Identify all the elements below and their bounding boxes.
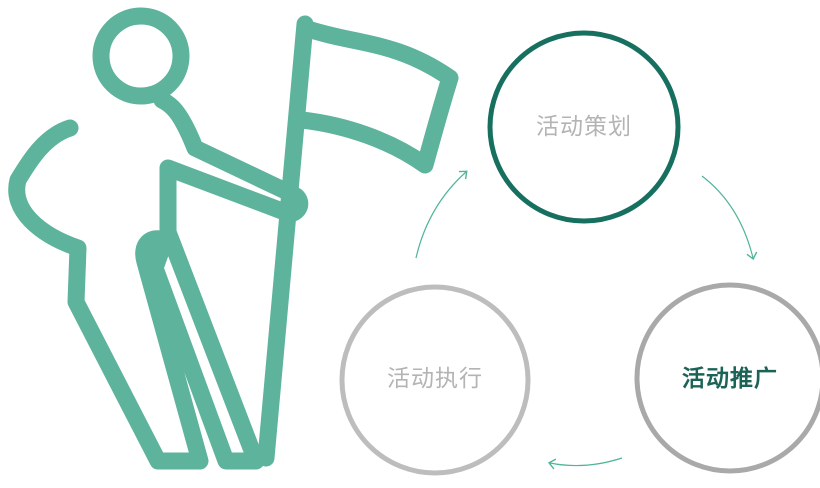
arrow-promo-to-exec xyxy=(547,457,623,470)
step-label-plan: 活动策划 xyxy=(536,114,632,140)
step-label-promo: 活动推广 xyxy=(682,365,778,392)
person-holding-flag-icon xyxy=(8,7,459,470)
step-ring-exec xyxy=(339,284,531,476)
arrow-exec-to-plan xyxy=(415,170,468,259)
arrow-plan-to-promo xyxy=(701,175,758,261)
step-ring-plan xyxy=(487,30,681,224)
step-label-exec: 活动执行 xyxy=(387,366,483,392)
step-ring-promo xyxy=(634,282,820,474)
